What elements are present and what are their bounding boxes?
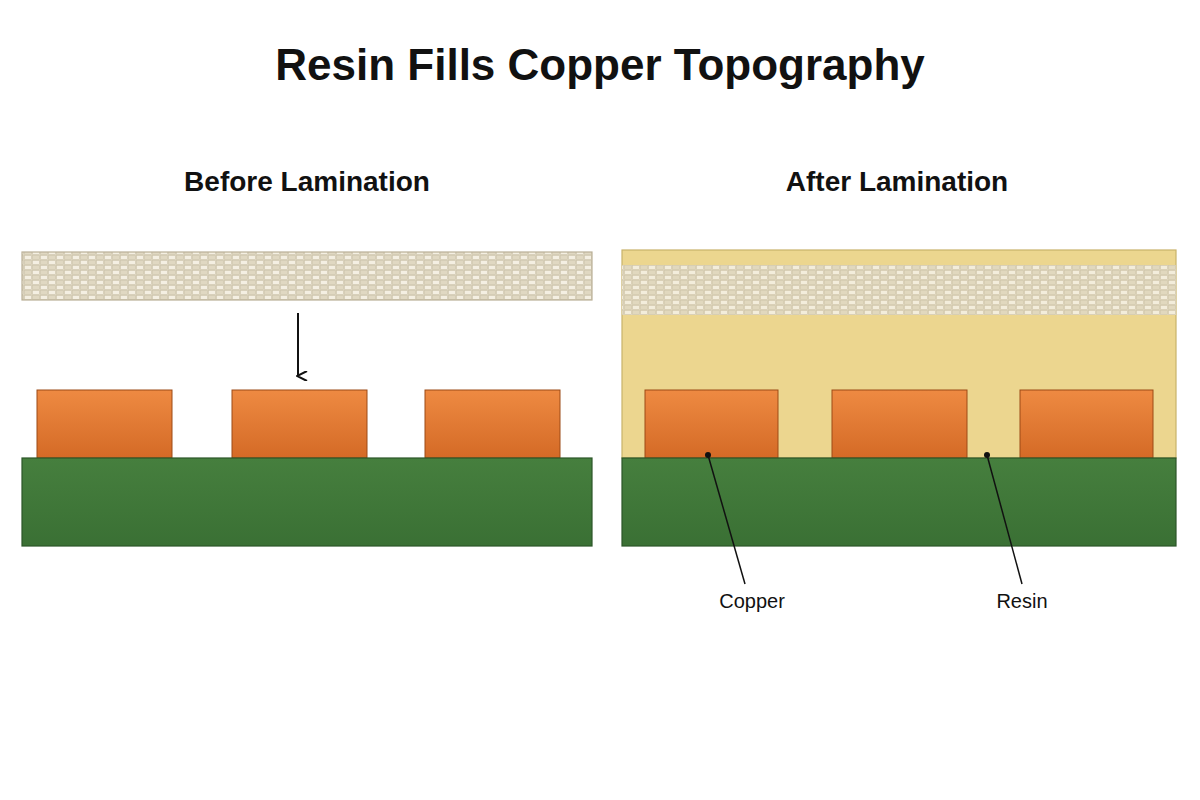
press-arrow bbox=[297, 313, 299, 376]
copper-trace bbox=[37, 390, 172, 458]
copper-trace bbox=[645, 390, 778, 458]
panel-heading: Before Lamination bbox=[184, 166, 430, 198]
copper-trace bbox=[425, 390, 560, 458]
core-substrate bbox=[22, 458, 592, 546]
diagram-title: Resin Fills Copper Topography bbox=[275, 40, 924, 91]
prepreg-sheet bbox=[22, 252, 592, 300]
panel-heading: After Lamination bbox=[786, 166, 1008, 198]
leader-line bbox=[708, 455, 745, 584]
part-label: Resin bbox=[996, 590, 1047, 613]
resin-fill bbox=[622, 250, 1176, 458]
core-substrate bbox=[622, 458, 1176, 546]
before-panel bbox=[22, 252, 592, 546]
leader-line bbox=[987, 455, 1022, 584]
part-label: Copper bbox=[719, 590, 785, 613]
glass-weave bbox=[622, 265, 1176, 315]
after-panel bbox=[622, 250, 1176, 584]
copper-trace bbox=[232, 390, 367, 458]
copper-trace bbox=[832, 390, 967, 458]
copper-trace bbox=[1020, 390, 1153, 458]
